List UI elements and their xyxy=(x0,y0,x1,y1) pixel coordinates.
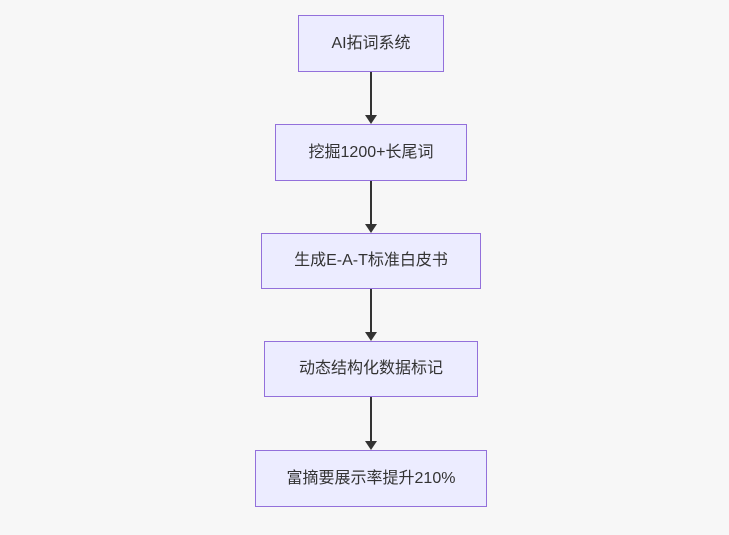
flow-node-structured-data: 动态结构化数据标记 xyxy=(264,341,478,397)
arrow-line xyxy=(369,72,372,116)
arrow-head-icon xyxy=(364,224,377,233)
flow-node-label: 动态结构化数据标记 xyxy=(298,360,443,378)
flow-node-label: 生成E-A-T标准白皮书 xyxy=(294,252,448,270)
arrow-line xyxy=(369,397,372,442)
flow-node-rich-snippet-result: 富摘要展示率提升210% xyxy=(255,450,487,507)
flow-node-label: 挖掘1200+长尾词 xyxy=(308,143,434,161)
flow-node-eat-whitepaper: 生成E-A-T标准白皮书 xyxy=(261,233,481,289)
flow-node-label: 富摘要展示率提升210% xyxy=(286,469,456,487)
flow-arrow-4 xyxy=(364,397,377,450)
arrow-head-icon xyxy=(364,332,377,341)
flow-node-label: AI拓词系统 xyxy=(331,34,411,52)
flow-node-longtail-mining: 挖掘1200+长尾词 xyxy=(275,124,467,181)
arrow-line xyxy=(369,181,372,225)
arrow-line xyxy=(369,289,372,333)
flow-arrow-1 xyxy=(364,72,377,124)
arrow-head-icon xyxy=(364,441,377,450)
flow-arrow-3 xyxy=(364,289,377,341)
arrow-head-icon xyxy=(364,115,377,124)
flow-arrow-2 xyxy=(364,181,377,233)
flow-node-ai-keyword-system: AI拓词系统 xyxy=(298,15,444,72)
